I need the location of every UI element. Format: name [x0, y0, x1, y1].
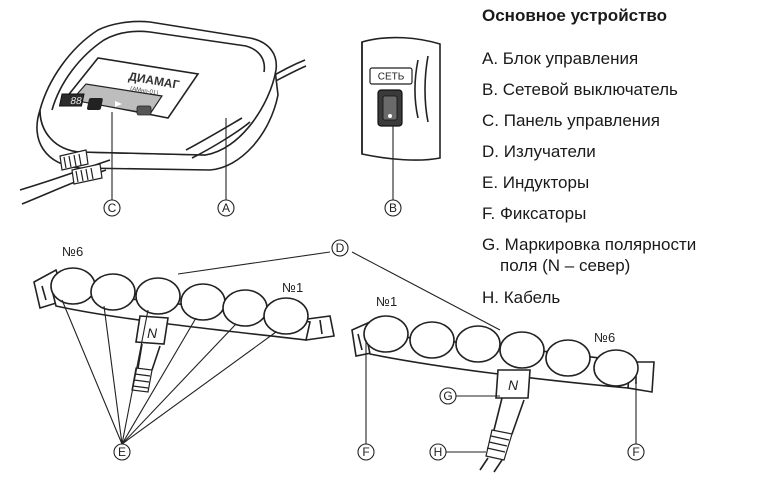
emitter-number-first-right: №1: [376, 294, 397, 309]
switch-label: СЕТЬ: [378, 72, 405, 83]
callout-f-left: F: [357, 443, 375, 461]
polarity-marker-right: [495, 369, 531, 399]
component-legend: Основное устройство A. Блок управления B…: [482, 6, 782, 313]
legend-item-f: F. Фиксаторы: [482, 204, 587, 223]
svg-text:B: B: [389, 201, 397, 215]
legend-item-h: H. Кабель: [482, 288, 561, 307]
svg-text:N: N: [508, 377, 519, 393]
legend-item-g-continuation: поля (N – север): [500, 256, 631, 275]
legend-item-b: B. Сетевой выключатель: [482, 80, 678, 99]
polarity-marker-left: [135, 315, 169, 345]
svg-text:N: N: [147, 325, 158, 341]
svg-text:A: A: [222, 201, 230, 215]
legend-item-d: D. Излучатели: [482, 142, 596, 161]
callout-f-right: F: [627, 443, 645, 461]
svg-text:F: F: [632, 445, 639, 459]
callout-e: E: [113, 443, 131, 461]
callout-d: D: [331, 239, 349, 257]
callout-g: G: [439, 387, 457, 405]
svg-text:D: D: [336, 241, 345, 255]
cable-connector-ribs: [59, 149, 103, 185]
emitter-number-last-right: №6: [594, 330, 615, 345]
legend-item-c: C. Панель управления: [482, 111, 660, 130]
svg-text:C: C: [108, 201, 117, 215]
emitter-belt-left: N: [33, 267, 335, 393]
emitter-number-first-left: №6: [62, 244, 83, 259]
callout-b: B: [384, 199, 402, 217]
svg-text:E: E: [118, 445, 126, 459]
power-switch-detail: СЕТЬ: [361, 36, 441, 161]
callout-c: C: [103, 199, 121, 217]
legend-item-a: A. Блок управления: [482, 49, 639, 68]
mode-button[interactable]: [136, 105, 152, 116]
model-label: (АМнп-01): [130, 86, 159, 97]
legend-list: A. Блок управления B. Сетевой выключател…: [482, 43, 782, 313]
svg-text:H: H: [434, 445, 443, 459]
play-icon: [115, 101, 122, 107]
callout-h: H: [429, 443, 447, 461]
display-readout: 88: [69, 96, 83, 107]
emitter-number-last-left: №1: [282, 280, 303, 295]
legend-item-e: E. Индукторы: [482, 173, 590, 192]
emitter-belt-right: N: [351, 315, 655, 473]
control-unit: ДИАМАГ (АМнп-01) 88: [19, 20, 307, 205]
legend-title: Основное устройство: [482, 6, 668, 25]
callout-a: A: [217, 199, 235, 217]
start-button[interactable]: [86, 98, 104, 110]
svg-text:F: F: [362, 445, 369, 459]
display-window: [58, 93, 85, 107]
svg-text:G: G: [443, 389, 452, 403]
